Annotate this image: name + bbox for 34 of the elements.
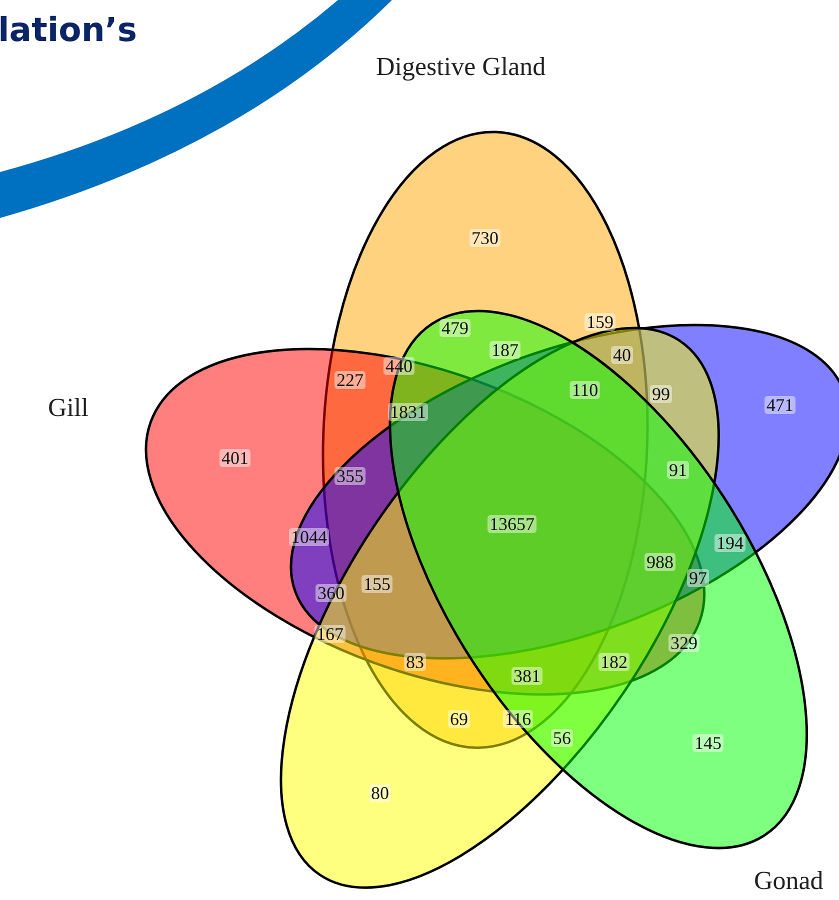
count-label: 155 [362,575,392,593]
count-label: 194 [714,534,746,552]
set-name: Gill [48,392,88,423]
count-label: 40 [611,346,633,364]
count-label: 83 [404,653,426,671]
count-label: 159 [584,313,616,331]
count-label: 182 [598,653,630,671]
count-label: 227 [334,371,366,389]
banner-heading: lation’s [0,10,138,49]
count-label: 440 [384,357,414,375]
count-label: 730 [470,229,500,247]
count-label: 167 [314,625,346,643]
count-label: 97 [687,569,709,587]
count-label: 381 [512,667,542,685]
count-label: 145 [692,734,724,752]
count-label: 91 [667,461,689,479]
count-label: 360 [316,584,346,602]
count-label: 110 [570,381,600,399]
count-label: 99 [650,385,672,403]
count-label: 471 [764,396,796,414]
count-label: 329 [668,634,700,652]
set-name: Gonad [754,866,824,896]
count-label: 56 [551,729,573,747]
count-label: 1044 [289,528,329,546]
count-label: 355 [334,467,366,485]
count-label: 988 [644,553,676,571]
count-label: 13657 [488,515,536,533]
count-label: 69 [448,710,470,728]
count-label: 187 [490,341,520,359]
count-label: 80 [369,784,391,802]
count-label: 401 [220,449,250,467]
count-label: 1831 [388,403,428,421]
count-label: 479 [440,319,470,337]
set-name: Digestive Gland [376,52,546,82]
